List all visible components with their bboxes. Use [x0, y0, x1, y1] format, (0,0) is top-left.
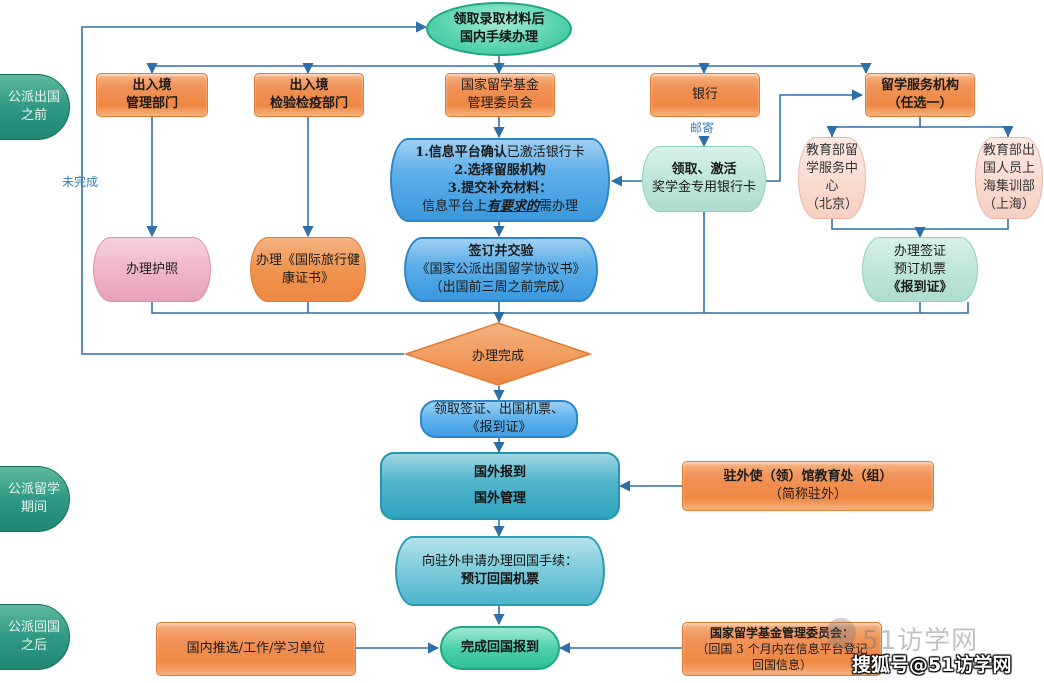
- node-text: 留学服务机构: [880, 78, 959, 93]
- step-agreement: 签订并交验 《国家公派出国留学协议书》 （出国前三周之前完成）: [404, 237, 598, 302]
- node-text: 国内手续办理: [459, 30, 538, 45]
- node-text: （回国 3 个月内在信息平台登记: [696, 642, 868, 656]
- phase-before-departure: 公派出国 之前: [0, 74, 70, 140]
- agency-exit-entry: 出入境 管理部门: [96, 73, 208, 117]
- node-text: 管理委员会: [467, 96, 533, 111]
- node-text: 完成回国报到: [460, 640, 539, 655]
- edge-label-not-done: 未完成: [62, 175, 99, 189]
- node-text: 国家留学基金: [460, 78, 539, 93]
- node-text: 向驻外申请办理回国手续：: [421, 554, 578, 569]
- node-text: （任选一）: [887, 96, 953, 111]
- node-text: 领取录取材料后: [453, 12, 545, 27]
- node-text: 国内推选/工作/学习单位: [186, 641, 326, 656]
- domestic-unit: 国内推选/工作/学习单位: [156, 622, 356, 676]
- decision-done: 办理完成: [404, 322, 592, 386]
- node-text: 驻外使（领）馆教育处（组）: [723, 469, 893, 484]
- step-return-application: 向驻外申请办理回国手续： 预订回国机票: [395, 536, 605, 606]
- node-text: 1.信息平台确认已激活银行卡: [415, 144, 585, 162]
- node-text: 办理《国际旅行健: [255, 252, 360, 268]
- node-text: 心: [825, 179, 839, 194]
- agency-csc: 国家留学基金 管理委员会: [445, 73, 555, 117]
- node-text: 已激活银行卡: [506, 145, 585, 160]
- node-text: 国外报到: [473, 465, 526, 480]
- phase-after-return: 公派回国 之后: [0, 604, 70, 670]
- phase-during-study: 公派留学 期间: [0, 466, 70, 532]
- node-text: 教育部留: [805, 143, 858, 158]
- step-visa-ticket: 办理签证 预订机票 《报到证》: [862, 237, 978, 302]
- node-text: 回国信息）: [751, 658, 812, 672]
- node-text: 预订回国机票: [460, 572, 539, 587]
- node-text: 教育部出: [982, 143, 1035, 158]
- node-text: 管理部门: [125, 96, 178, 111]
- node-text: （出国前三周之前完成）: [429, 279, 573, 295]
- step-health-certificate: 办理《国际旅行健 康证书》: [250, 237, 366, 302]
- step-collect-documents: 领取签证、出国机票、 《报到证》: [420, 400, 578, 438]
- phase-label-line: 期间: [20, 500, 47, 515]
- agency-bank: 银行: [650, 73, 760, 117]
- node-text: 出入境: [132, 78, 172, 93]
- node-text: （简称驻外）: [768, 487, 847, 502]
- node-text: 1.信息平台确认: [415, 145, 507, 160]
- step-platform-confirm: 1.信息平台确认已激活银行卡 2.选择留服机构 3.提交补充材料： 信息平台上有…: [390, 138, 610, 222]
- node-text: 学服务中: [805, 161, 858, 176]
- node-text: 国人员上: [982, 161, 1035, 176]
- node-text: 信息平台上有要求的需办理: [422, 198, 578, 216]
- start-node: 领取录取材料后 国内手续办理: [426, 2, 572, 56]
- node-text: 海集训部: [982, 179, 1035, 194]
- node-text: 领取签证、出国机票、: [433, 402, 564, 417]
- step-bank-card: 领取、激活 奖学金专用银行卡: [642, 146, 766, 212]
- node-text: 2.选择留服机构: [454, 163, 546, 178]
- phase-label-line: 公派回国: [7, 620, 60, 635]
- node-text: 信息平台上: [421, 199, 487, 214]
- watermark-text: 51访学网: [862, 626, 979, 656]
- phase-label-line: 公派出国: [7, 90, 60, 105]
- step-abroad-management: 国外报到 国外管理: [380, 452, 620, 520]
- node-text: 办理签证: [893, 243, 946, 259]
- csc-return-registration: 国家留学基金管理委员会： （回国 3 个月内在信息平台登记 回国信息）: [682, 622, 882, 676]
- node-text: 办理完成: [471, 348, 524, 364]
- node-text: 领取、激活: [671, 162, 737, 177]
- node-text: 检验检疫部门: [269, 96, 348, 111]
- node-text: 《报到证》: [887, 279, 953, 295]
- node-text: （北京）: [805, 197, 858, 212]
- diamond-shape: [404, 322, 592, 386]
- option-shanghai-center: 教育部出 国人员上 海集训部 （上海）: [975, 137, 1043, 219]
- node-text: 《国家公派出国留学协议书》: [416, 261, 586, 277]
- node-text: 预订机票: [893, 261, 946, 277]
- node-text: 签订并交验: [468, 243, 534, 259]
- choices-merge: [831, 219, 1009, 237]
- node-text: 国家留学基金管理委员会：: [709, 626, 854, 640]
- edge-label-mail: 邮寄: [690, 121, 715, 135]
- node-text: 《报到证》: [466, 420, 532, 435]
- agency-quarantine: 出入境 检验检疫部门: [254, 73, 364, 117]
- node-text: 银行: [691, 87, 718, 102]
- watermark-logo-icon: [826, 618, 856, 648]
- node-text: 办理护照: [125, 261, 178, 277]
- node-text: 需办理: [539, 199, 579, 214]
- phase-label-line: 之后: [20, 638, 47, 653]
- node-text: 奖学金专用银行卡: [651, 180, 756, 195]
- node-text: 3.提交补充材料：: [447, 181, 553, 196]
- phase-label-line: 公派留学: [7, 482, 60, 497]
- step-passport: 办理护照: [93, 237, 211, 302]
- agency-study-service: 留学服务机构 （任选一）: [865, 73, 975, 117]
- node-text: 国外管理: [473, 491, 526, 506]
- step-complete-return: 完成回国报到: [440, 626, 560, 670]
- node-text: （上海）: [982, 197, 1035, 212]
- embassy-education-office: 驻外使（领）馆教育处（组） （简称驻外）: [682, 461, 934, 511]
- node-text: 有要求的: [486, 199, 539, 214]
- collect-bar: [151, 302, 969, 314]
- node-text: 康证书》: [281, 270, 334, 286]
- option-beijing-center: 教育部留 学服务中 心 （北京）: [798, 137, 866, 219]
- watermark-account: 搜狐号@51访学网: [852, 654, 1012, 676]
- service-split: [831, 117, 1009, 137]
- phase-label-line: 之前: [20, 108, 47, 123]
- node-text: 出入境: [289, 78, 329, 93]
